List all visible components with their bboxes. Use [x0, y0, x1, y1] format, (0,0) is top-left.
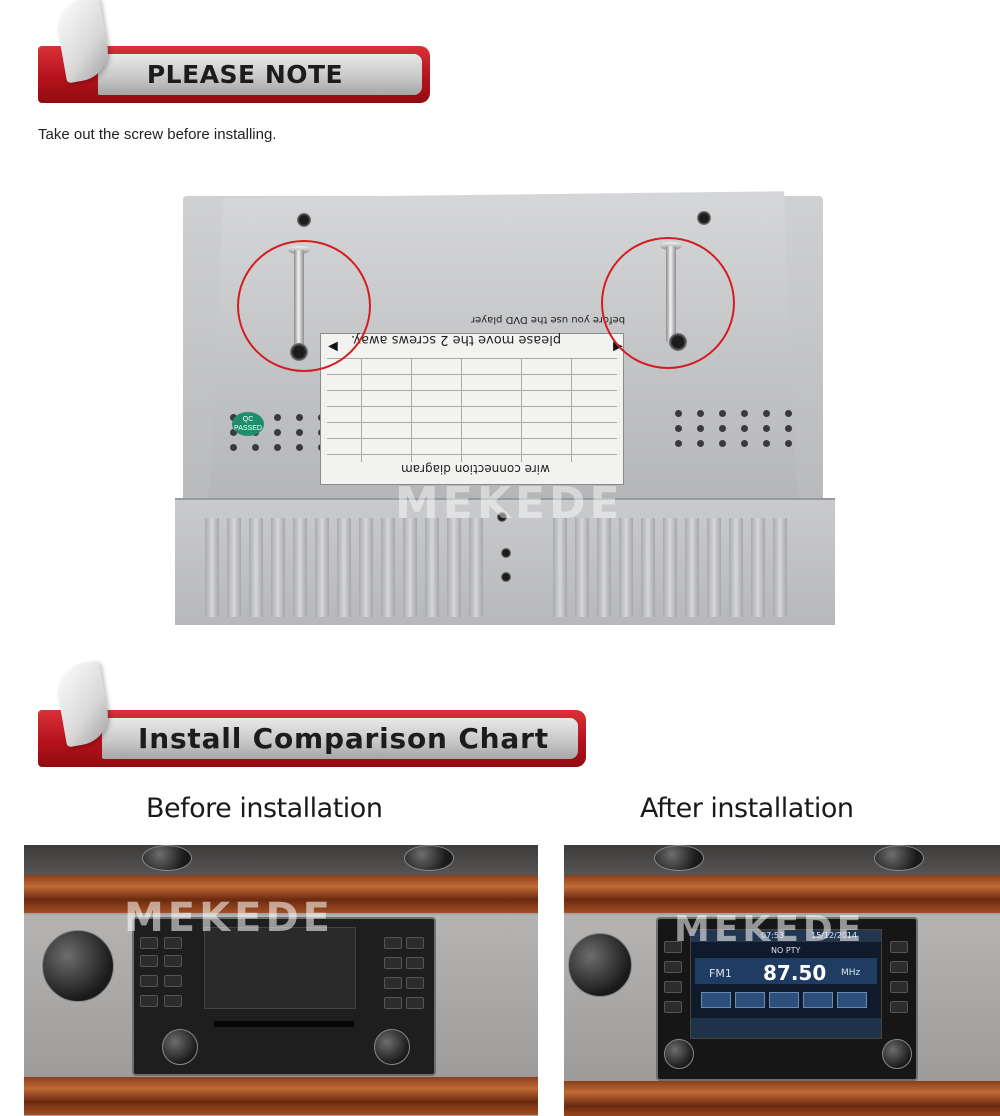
- before-installation-label: Before installation: [146, 793, 383, 824]
- product-watermark: MEKEDE: [395, 478, 624, 529]
- comparison-title: Install Comparison Chart: [138, 722, 549, 755]
- new-head-unit: 07:53 15/12/2014 NO PTY FM1 87.50 MHz: [656, 917, 918, 1081]
- wood-trim-bottom: [564, 1081, 1000, 1116]
- tune-knob: [882, 1039, 912, 1069]
- cd-slot: [214, 1021, 354, 1027]
- front-screw-3: [501, 572, 511, 582]
- touch-screen: 07:53 15/12/2014 NO PTY FM1 87.50 MHz: [690, 929, 882, 1039]
- climate-knob-right: [404, 845, 454, 871]
- banner-grey-panel: PLEASE NOTE: [98, 54, 422, 95]
- vent-holes-right: [675, 410, 799, 447]
- front-screw-1: [497, 512, 507, 522]
- ignition-key-icon: [42, 930, 114, 1002]
- rds-text: NO PTY: [771, 946, 801, 955]
- wood-trim-top: [564, 875, 1000, 913]
- banner-grey-panel: Install Comparison Chart: [102, 718, 578, 759]
- wood-trim-top: [24, 875, 538, 913]
- preset-5: [837, 992, 867, 1008]
- before-photo-watermark: MEKEDE: [124, 895, 334, 941]
- stock-radio-unit: [132, 917, 436, 1076]
- please-note-banner: PLEASE NOTE: [38, 0, 430, 103]
- wire-diagram-sticker: please move the 2 screws away. before yo…: [320, 314, 625, 485]
- install-caption: Take out the screw before installing.: [38, 126, 277, 143]
- highlight-circle-left: [237, 240, 371, 372]
- band-label: FM1: [709, 967, 732, 980]
- please-note-title: PLEASE NOTE: [146, 60, 344, 89]
- preset-1: [701, 992, 731, 1008]
- climate-panel: [564, 845, 1000, 880]
- heatsink-ribs: [205, 518, 805, 617]
- frequency-bar: [695, 958, 877, 984]
- status-bar: [691, 930, 881, 942]
- sticker-footer: wire connection diagram: [401, 462, 550, 476]
- clock-text: 07:53: [761, 931, 785, 940]
- volume-knob: [664, 1039, 694, 1069]
- climate-knob-right: [874, 845, 924, 871]
- frequency-display: 87.50: [763, 961, 827, 985]
- sticker-line-1: please move the 2 screws away.: [351, 332, 562, 347]
- after-installation-photo: 07:53 15/12/2014 NO PTY FM1 87.50 MHz ME…: [564, 845, 1000, 1116]
- after-installation-label: After installation: [640, 793, 854, 824]
- climate-knob-left: [142, 845, 192, 871]
- wood-trim-bottom: [24, 1077, 538, 1115]
- top-dimple-right: [697, 211, 711, 225]
- climate-knob-left: [654, 845, 704, 871]
- highlight-circle-right: [601, 237, 735, 369]
- tune-knob: [374, 1029, 410, 1065]
- front-screw-2: [501, 548, 511, 558]
- preset-4: [803, 992, 833, 1008]
- frequency-unit: MHz: [841, 968, 861, 978]
- volume-knob: [162, 1029, 198, 1065]
- preset-3: [769, 992, 799, 1008]
- bottom-control-bar: [691, 1018, 881, 1038]
- after-photo-watermark: MEKEDE: [674, 909, 866, 950]
- ignition-key-icon: [568, 933, 632, 997]
- stock-display: [204, 927, 356, 1009]
- before-installation-photo: MEKEDE: [24, 845, 538, 1116]
- top-dimple-left: [297, 213, 311, 227]
- date-text: 15/12/2014: [811, 931, 858, 940]
- unit-front-face: [175, 498, 835, 625]
- comparison-banner: Install Comparison Chart: [38, 660, 586, 767]
- preset-2: [735, 992, 765, 1008]
